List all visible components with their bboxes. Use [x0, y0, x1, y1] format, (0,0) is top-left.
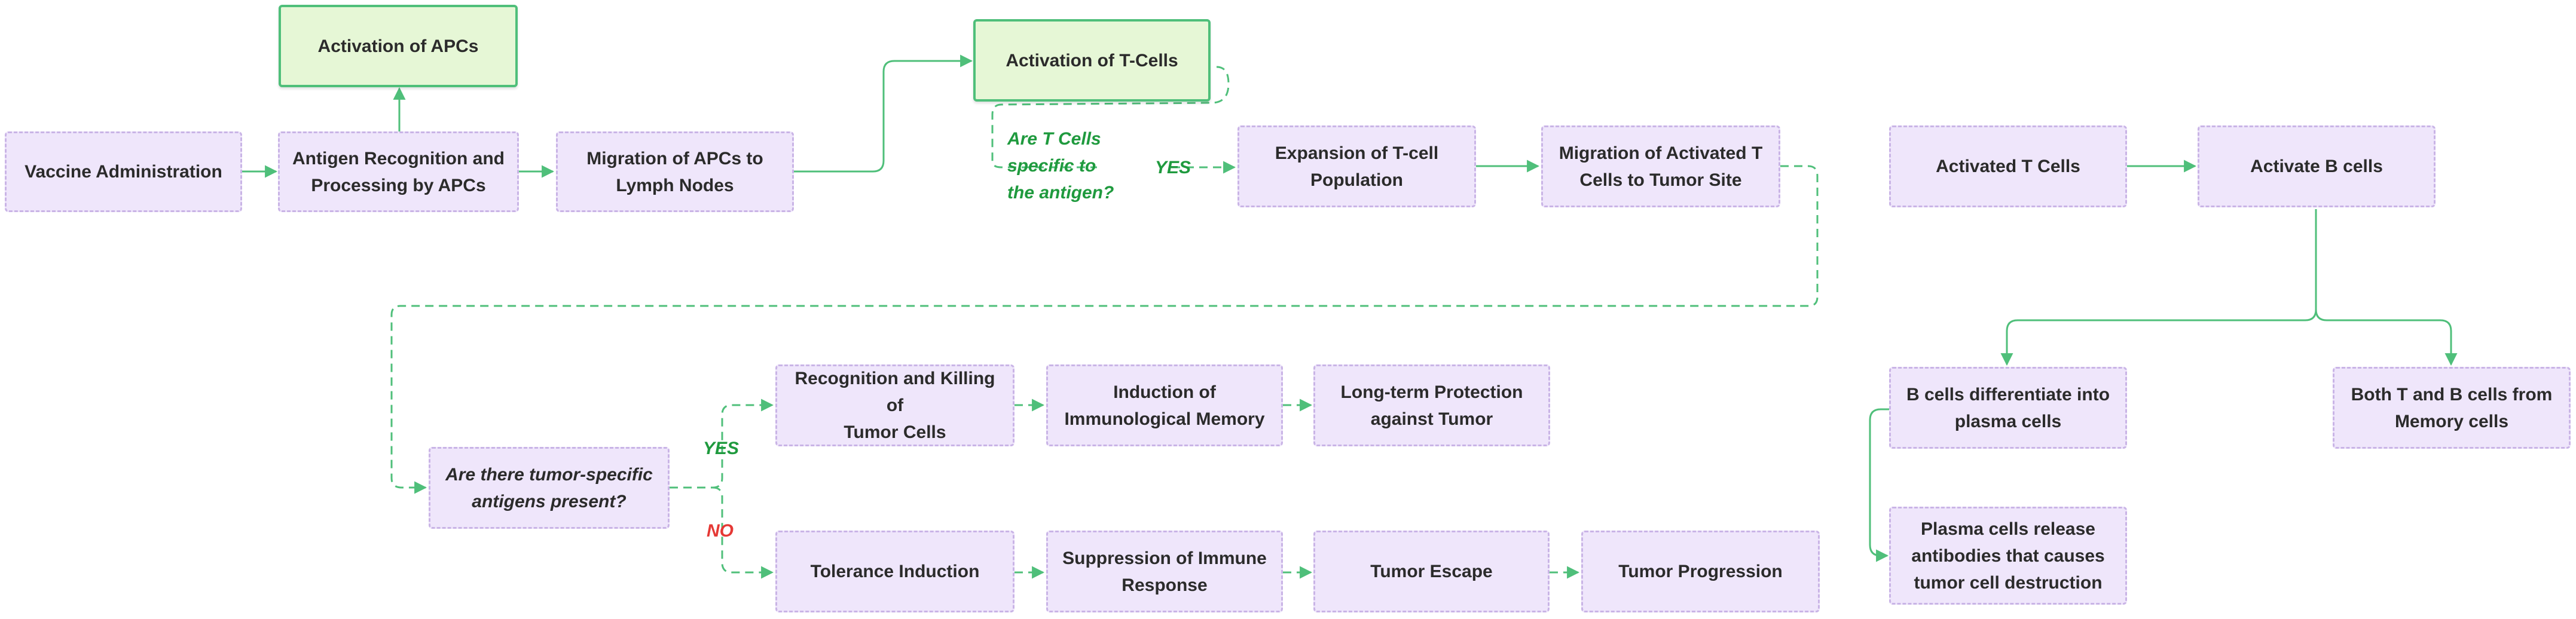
node-tumor-antigen-question: Are there tumor-specific antigens presen…: [429, 447, 670, 529]
node-recognition-killing: Recognition and Killing of Tumor Cells: [775, 364, 1014, 446]
node-activated-tcells: Activated T Cells: [1889, 125, 2127, 207]
node-activation-tcells: Activation of T-Cells: [973, 19, 1211, 102]
label-no-tumor: NO: [707, 521, 734, 541]
arrow-differentiate-to-plasma: [1869, 408, 1889, 562]
node-tolerance-induction: Tolerance Induction: [775, 531, 1014, 612]
node-antigen-recognition: Antigen Recognition and Processing by AP…: [278, 131, 519, 212]
node-longterm-protection: Long-term Protection against Tumor: [1313, 364, 1550, 446]
node-bcells-differentiate: B cells differentiate into plasma cells: [1889, 367, 2127, 449]
node-expansion-tcells: Expansion of T-cell Population: [1237, 125, 1476, 207]
label-yes-tcell: YES: [1155, 158, 1191, 177]
arrow-tumor-question-no: [712, 486, 774, 579]
arrow-bcells-to-memory: [2315, 309, 2458, 366]
arrow-migration-to-tumor-question: [390, 165, 1819, 494]
node-suppression-immune: Suppression of Immune Response: [1046, 531, 1283, 612]
arrow-migration-to-tcells: [794, 54, 973, 173]
arrow-bcells-split: [2000, 209, 2317, 366]
arrow-tcells-to-question: [991, 66, 1230, 168]
node-plasma-release: Plasma cells release antibodies that cau…: [1889, 507, 2127, 605]
node-migration-activated-tcells: Migration of Activated T Cells to Tumor …: [1541, 125, 1780, 207]
node-immunological-memory: Induction of Immunological Memory: [1046, 364, 1283, 446]
question-tcell-specific: Are T Cells specific to the antigen?: [1007, 129, 1114, 203]
node-tumor-progression: Tumor Progression: [1581, 531, 1820, 612]
arrow-tumor-question-branch: [670, 399, 774, 489]
node-activate-bcells: Activate B cells: [2198, 125, 2436, 207]
node-memory-cells: Both T and B cells from Memory cells: [2333, 367, 2571, 449]
node-vaccine-administration: Vaccine Administration: [5, 131, 242, 212]
node-activation-apcs: Activation of APCs: [279, 5, 518, 87]
node-tumor-escape: Tumor Escape: [1313, 531, 1550, 612]
node-migration-apcs: Migration of APCs to Lymph Nodes: [556, 131, 794, 212]
label-yes-tumor: YES: [703, 439, 740, 458]
